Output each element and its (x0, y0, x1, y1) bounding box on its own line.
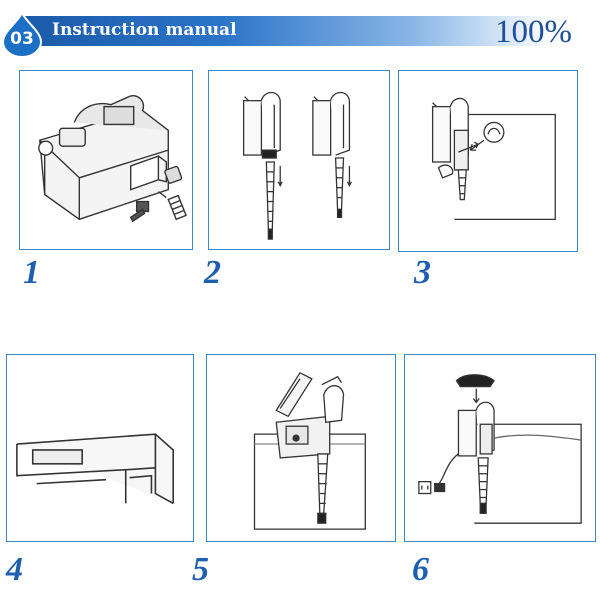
step-1-panel (19, 70, 193, 250)
step-5-illustration (253, 371, 366, 530)
step-1-illustration (38, 95, 187, 223)
percent-label: 100% (495, 14, 572, 50)
step-number-6: 6 (412, 551, 429, 588)
header: 03 Instruction manual 100% (0, 0, 600, 60)
step-number-3: 3 (414, 254, 431, 291)
step-number-4: 4 (6, 551, 23, 588)
step-5-panel (206, 354, 396, 542)
step-3-illustration (431, 97, 556, 220)
step-4-illustration (16, 433, 175, 505)
step-6-panel (404, 354, 596, 542)
step-2-illustration (242, 91, 352, 240)
step-4-panel (6, 354, 194, 542)
step-number-1: 1 (23, 254, 40, 291)
header-bar (22, 16, 600, 46)
step-number-2: 2 (204, 254, 221, 291)
water-drop-badge: 03 (0, 12, 44, 58)
water-drop-icon (1, 12, 43, 58)
step-6-illustration (418, 374, 582, 524)
step-3-panel (398, 70, 578, 252)
step-number-5: 5 (192, 551, 209, 588)
section-number: 03 (10, 29, 34, 49)
page-title: Instruction manual (52, 20, 237, 40)
step-2-panel (208, 70, 390, 250)
